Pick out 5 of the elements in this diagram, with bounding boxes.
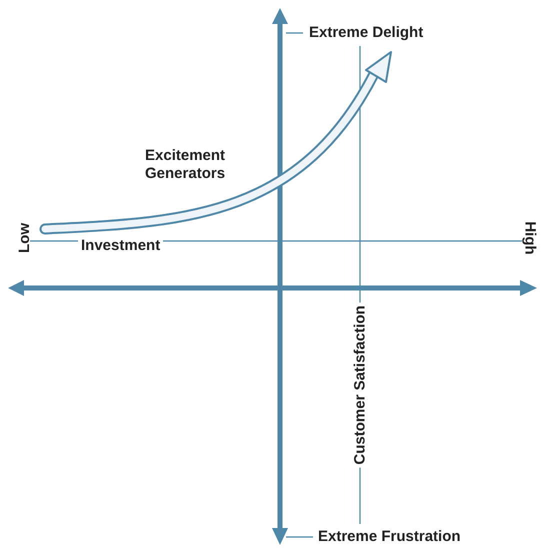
axis-label: High	[520, 221, 538, 255]
axis-label: Extreme Frustration	[318, 528, 461, 546]
axis-label: Extreme Delight	[309, 24, 424, 42]
axis-label: Low	[16, 223, 34, 253]
curve-label: Excitement Generators	[145, 147, 226, 183]
